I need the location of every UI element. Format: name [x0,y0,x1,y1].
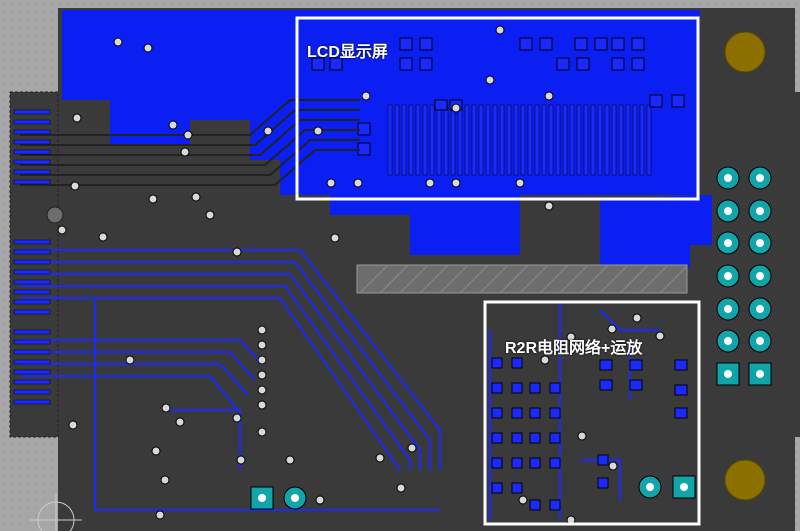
origin-marker [30,494,82,531]
r2r-pads [491,357,688,511]
hatched-slot [356,264,688,294]
left-connector-area [9,91,59,438]
lcd-label: LCD显示屏 [307,44,388,61]
traces-blue [20,249,660,520]
lcd-highlight-box[interactable] [295,16,700,201]
traces-dark-bus [20,99,360,186]
mounting-hole-bottom-right [724,459,766,501]
pin-header [716,166,772,386]
lcd-connector-fingers [387,104,652,176]
vias [57,25,665,525]
copper-pour-right [600,195,712,268]
through-hole-pads-bottom [250,475,696,510]
r2r-label: R2R电阻网络+运放 [505,340,643,357]
smd-pads-top [311,37,685,156]
mounting-hole-top-right [724,31,766,73]
edge-connector-pins [13,109,51,405]
r2r-highlight-box[interactable] [483,300,701,526]
copper-pour-top [62,10,700,255]
